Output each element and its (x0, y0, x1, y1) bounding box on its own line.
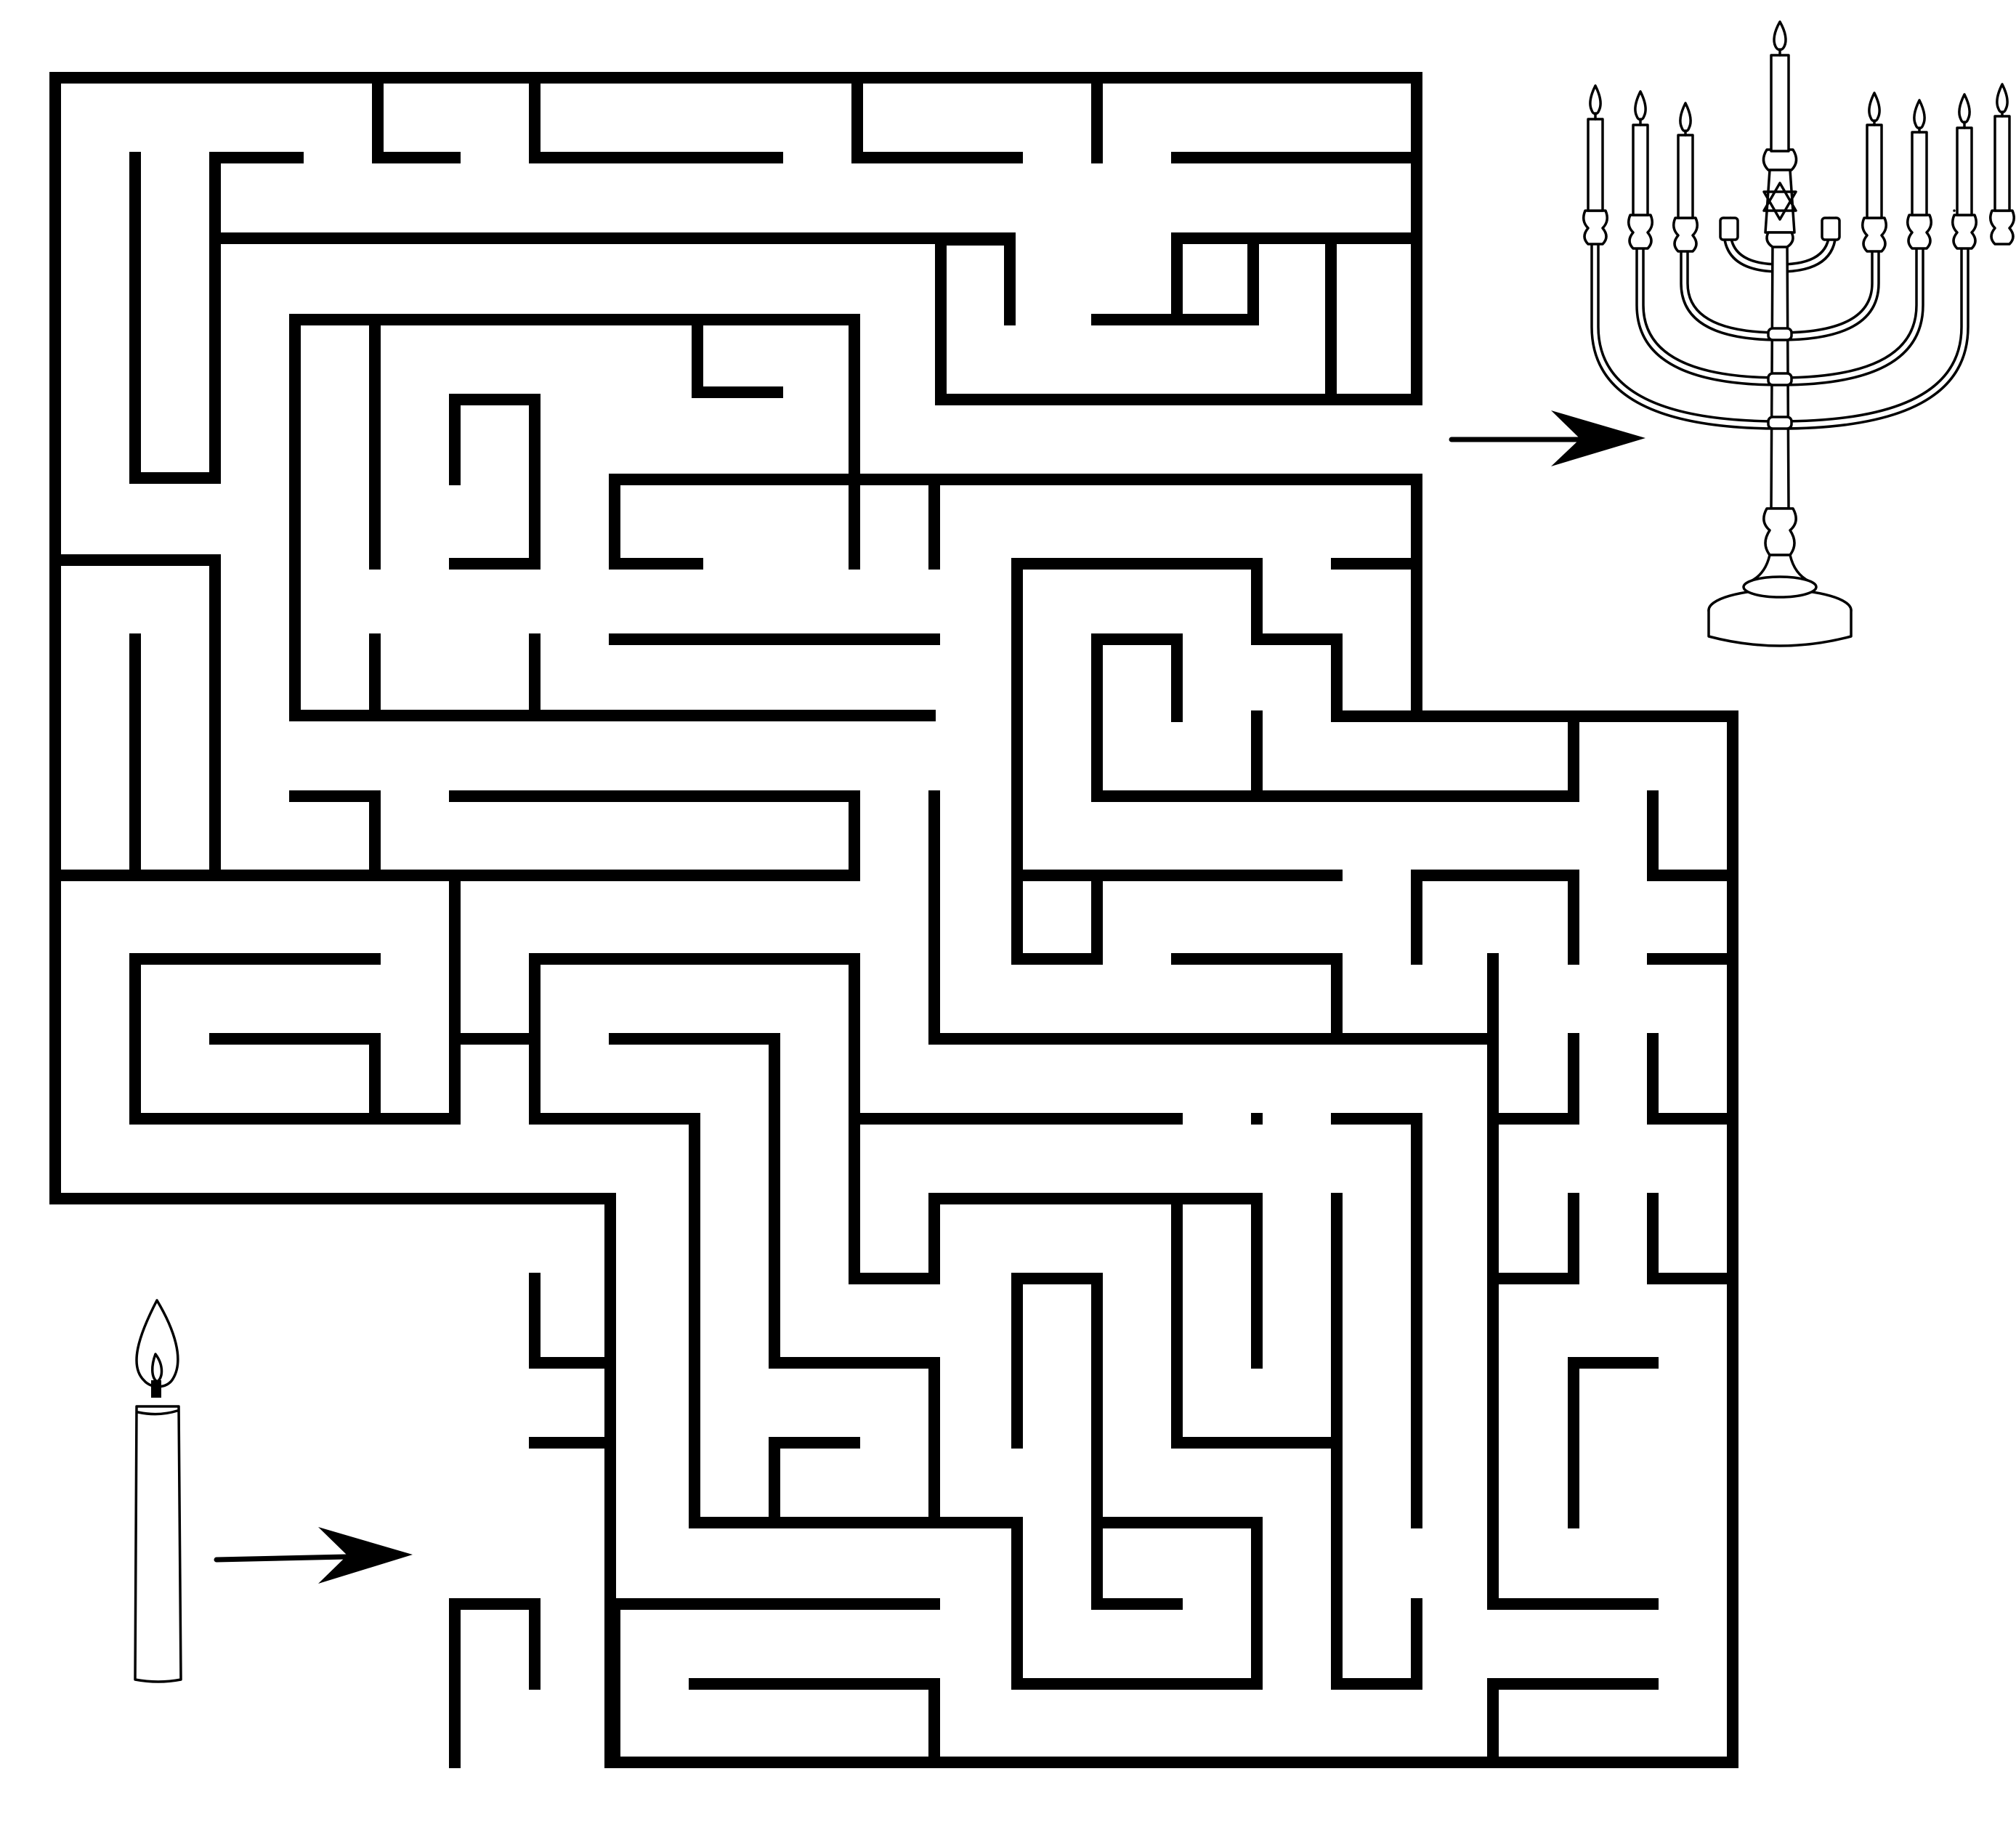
maze-wall (1647, 1193, 1738, 1284)
maze-wall (1011, 1273, 1103, 1528)
exit-arrow-icon (1449, 410, 1645, 466)
maze-wall (529, 1437, 616, 1528)
maze-wall (529, 72, 783, 163)
maze-wall (129, 152, 221, 484)
maze-wall (129, 870, 461, 1125)
maze-wall (529, 953, 1263, 1690)
maze-wall (1331, 1113, 1422, 1528)
maze-wall (1647, 790, 1738, 881)
maze-wall (529, 953, 1263, 1369)
maze-wall (928, 790, 1499, 1045)
maze-wall (372, 72, 461, 163)
maze-wall (289, 314, 936, 721)
menorah-candles (1582, 83, 2015, 253)
maze-wall (449, 1598, 541, 1690)
maze-wall (1171, 232, 1422, 325)
maze-wall (689, 1678, 940, 1768)
maze-wall (1647, 1033, 1738, 1125)
maze-wall (1487, 1193, 1579, 1284)
maze-wall (209, 1033, 381, 1125)
maze-wall (449, 394, 541, 570)
maze-wall (1568, 1357, 1659, 1528)
maze-walls (49, 72, 1738, 1768)
maze-wall (1091, 633, 1579, 802)
maze-wall (1331, 1193, 1422, 1690)
maze-wall (289, 314, 860, 485)
maze-wall (1411, 870, 1579, 965)
maze-wall (1011, 870, 1103, 965)
maze-wall (1487, 953, 1659, 1610)
maze-wall (1011, 558, 1343, 722)
menorah-icon (1582, 20, 2015, 647)
maze-wall (49, 72, 1738, 1768)
maze-wall (1487, 1033, 1579, 1125)
candle-icon (134, 1299, 182, 1683)
maze-wall (692, 314, 783, 398)
maze-wall (609, 474, 703, 570)
maze-wall (209, 152, 1016, 244)
maze-wall (609, 1033, 940, 1528)
maze-wall (1091, 232, 1259, 325)
maze-wall (1171, 1193, 1343, 1449)
maze-wall (851, 72, 1023, 163)
entry-arrow-icon (214, 1527, 413, 1584)
maze-wall (209, 790, 860, 881)
maze-wall (529, 1273, 616, 1369)
maze-wall (1091, 633, 1183, 722)
